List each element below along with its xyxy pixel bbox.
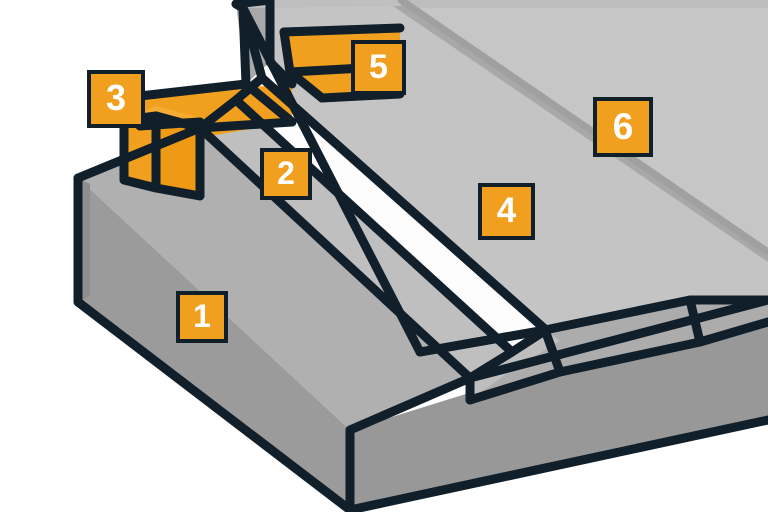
upper-assembly-front-edge bbox=[415, 295, 768, 357]
light-gray-strip-outline bbox=[195, 95, 517, 383]
edge-face-bottom-line bbox=[465, 317, 768, 405]
callout-badge-4[interactable]: 4 bbox=[478, 183, 535, 240]
callout-label-1: 1 bbox=[193, 298, 211, 334]
callout-label-5: 5 bbox=[369, 47, 388, 86]
callout-badge-1[interactable]: 1 bbox=[176, 291, 228, 343]
base-slab-left-edge bbox=[73, 173, 355, 512]
outline-strokes bbox=[73, 0, 768, 512]
base-slab-right-top-edge bbox=[465, 295, 768, 383]
front-batten-bar-bottom-edge bbox=[135, 117, 205, 131]
board-layer-joint-stripe bbox=[393, 0, 768, 262]
callout-label-6: 6 bbox=[612, 105, 634, 147]
edge-face-divider-a bbox=[540, 325, 565, 377]
callout-label-4: 4 bbox=[496, 191, 517, 230]
base-slab-top-face bbox=[78, 128, 470, 430]
callout-badge-2[interactable]: 2 bbox=[260, 148, 312, 200]
rear-upstand-top-face bbox=[236, 0, 401, 8]
callout-badge-6[interactable]: 6 bbox=[593, 97, 653, 157]
callout-badge-5[interactable]: 5 bbox=[351, 40, 406, 95]
callout-badge-3[interactable]: 3 bbox=[87, 70, 145, 128]
rear-batten-left-outline bbox=[279, 27, 327, 103]
callout-label-2: 2 bbox=[277, 155, 295, 191]
callout-label-3: 3 bbox=[105, 77, 127, 118]
rear-batten-upper-outline bbox=[279, 23, 405, 37]
panel-joint-line bbox=[397, 0, 768, 256]
front-batten-outline bbox=[119, 79, 297, 201]
rear-upstand-inner-edge bbox=[265, 0, 297, 89]
base-slab-front-face bbox=[78, 178, 350, 510]
base-slab-right-bottom-edge bbox=[345, 415, 768, 512]
edge-face-divider-b bbox=[685, 295, 705, 347]
